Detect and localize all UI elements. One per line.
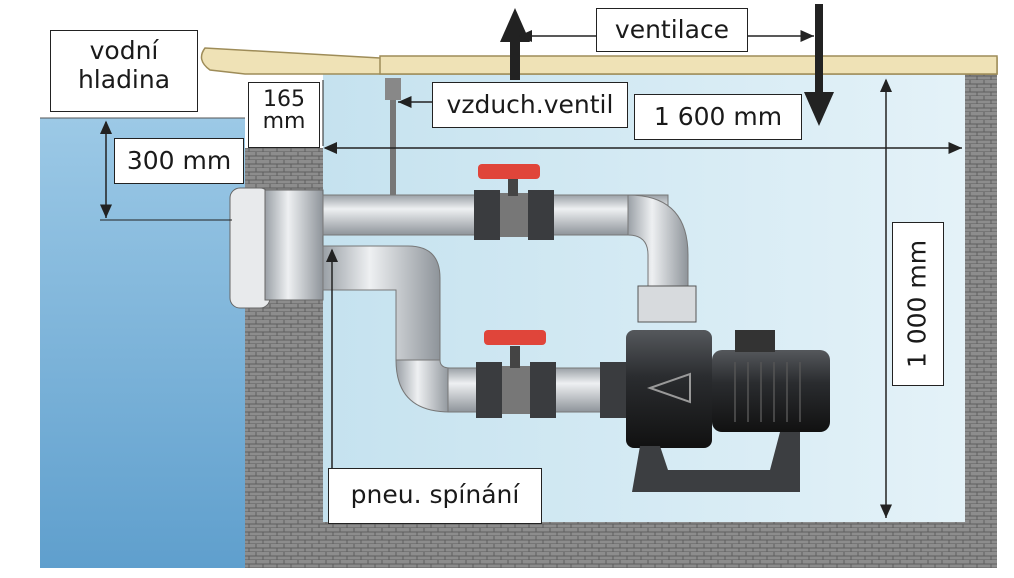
water-level-label-line2: hladina [77,64,171,94]
pump-stand [632,432,800,492]
pneumatic-switch-label: pneu. spínání [328,468,542,524]
upper-elbow [627,194,689,291]
ventilation-label: ventilace [596,8,748,52]
lower-valve-handle [484,330,546,345]
lower-union-1 [476,362,502,418]
ventilation-down-arrow [804,4,834,126]
pump-volute-mark [646,372,691,404]
lower-valve-stem [510,346,520,368]
air-valve-head [385,78,401,100]
lower-union-2 [530,362,556,418]
lower-pipe-bend [322,245,441,361]
upper-valve-stem [508,178,518,196]
upper-valve-body [500,193,528,237]
pneumatic-switch-label-text: pneu. spínání [350,480,520,509]
ventilation-label-text: ventilace [614,15,730,44]
upper-union-1 [474,190,500,240]
depth-165-value: 165 [263,87,305,112]
upper-union-2 [528,190,554,240]
water-level-label: vodní hladina [50,30,198,112]
wall-fitting [229,187,271,309]
pump-housing [626,330,712,448]
height-1000-label-text: 1 000 mm [902,239,932,369]
pump-inlet-union [637,285,697,323]
width-1600-label-text: 1 600 mm [653,102,783,131]
air-valve-label-text: vzduch.ventil [446,90,614,119]
depth-300-label: 300 mm [114,138,244,184]
width-1600-label: 1 600 mm [634,94,802,140]
height-1000-label: 1 000 mm [892,222,944,386]
lower-pipe-union [600,362,628,418]
pool-water [40,118,245,568]
wall-fitting-flange [264,189,324,301]
right-wall [965,74,997,568]
depth-165-unit: mm [262,109,306,134]
upper-valve-handle [478,164,540,179]
depth-300-label-text: 300 mm [126,146,232,175]
deck-top-slab [379,55,998,75]
motor-fins [734,362,801,422]
air-valve-label: vzduch.ventil [432,82,628,128]
water-level-label-line1: vodní [89,36,159,65]
depth-165-label: 165 mm [248,82,320,148]
lower-valve-body [502,366,530,414]
motor-terminal-box [735,330,775,352]
pump-motor [712,350,830,432]
floor [245,522,997,568]
